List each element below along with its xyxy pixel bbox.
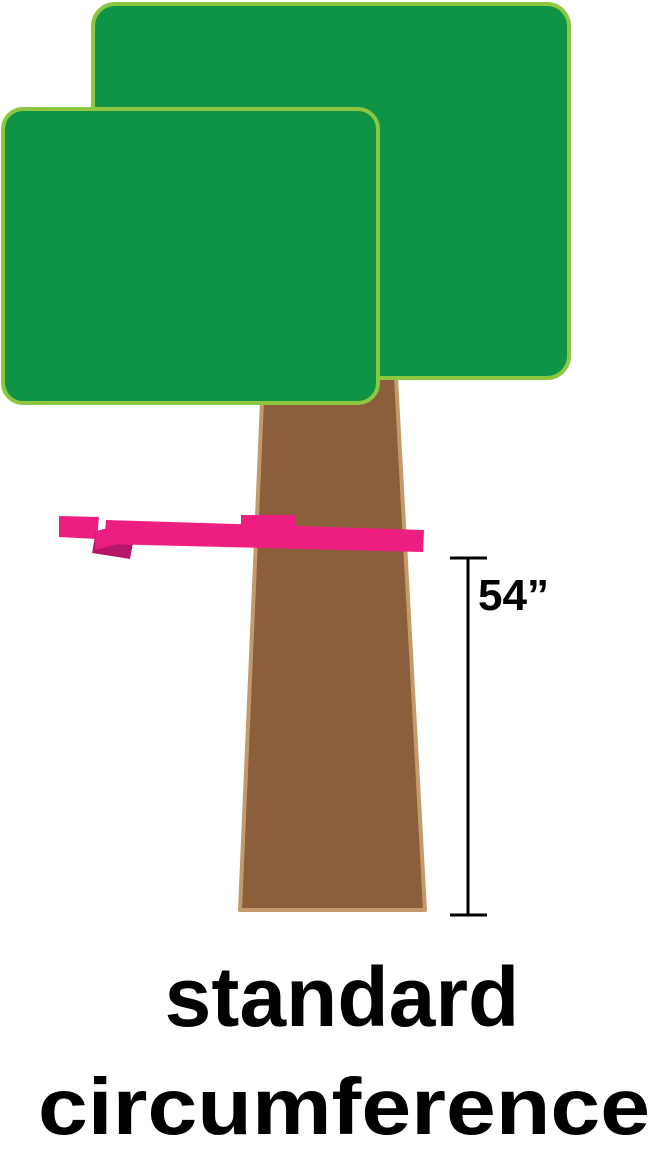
measurement-label: 54” (478, 571, 549, 620)
tree-icon (1, 2, 571, 912)
measuring-tape-icon (59, 515, 424, 559)
caption-line-1: standard (165, 950, 520, 1044)
caption-line-2: circumference (38, 1062, 650, 1151)
tape-band (104, 520, 424, 552)
tree-trunk (238, 376, 427, 912)
tape-loose-end (59, 516, 99, 539)
height-dimension-icon (450, 556, 487, 917)
tree-canopy-front (1, 107, 380, 405)
